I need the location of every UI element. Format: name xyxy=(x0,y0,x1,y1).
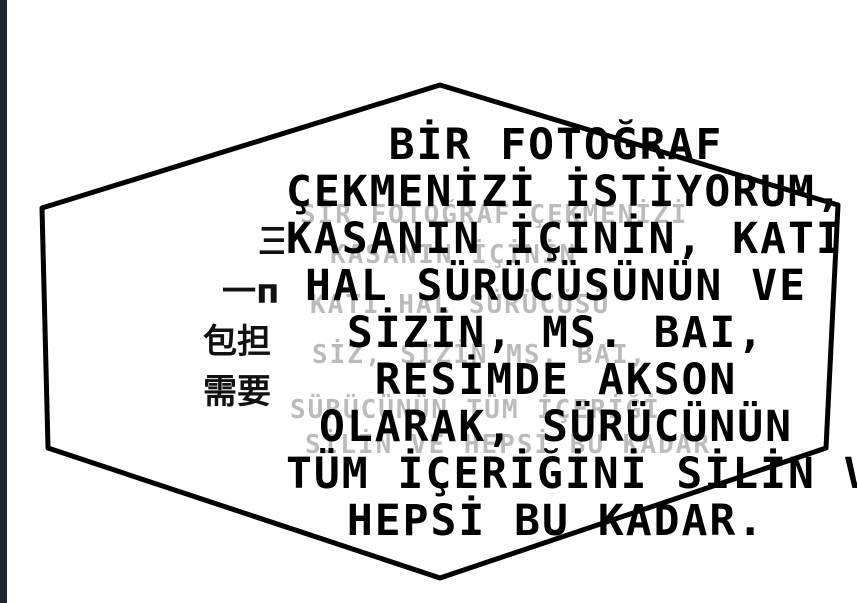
translated-text-line: SİZİN, MS. BAI, xyxy=(346,308,766,358)
original-text-fragment: 一п xyxy=(222,272,280,312)
ghost-text-line: KATI HAL SÜRÜCÜSÜ xyxy=(310,290,611,320)
speech-bubble-outline xyxy=(39,82,841,581)
translated-text-line: KASANIN İÇİNİN, KATI xyxy=(286,214,844,264)
ghost-text-line: SİLİN VE HEPSİ BU KADAR xyxy=(305,430,712,460)
translated-text-line: RESİMDE AKSON xyxy=(374,355,738,405)
ghost-text-line: SİZ, SİZİN MS. BAI, xyxy=(312,340,648,370)
translated-text-line: BİR FOTOĞRAF xyxy=(388,120,724,170)
original-text-fragment: 三 xyxy=(258,222,284,262)
translated-text-line: TÜM İÇERİĞİNİ SİLİN VE xyxy=(286,449,857,499)
translated-text-line: OLARAK, SÜRÜCÜNÜN xyxy=(318,402,794,452)
ghost-text-line: SÜRÜCÜNÜN TÜM İÇERİĞİ xyxy=(290,395,661,425)
ghost-text-line: KASANIN İÇİNİN xyxy=(330,240,578,270)
left-border xyxy=(0,0,7,603)
translated-text: BİR FOTOĞRAF ÇEKMENİZİ İSTİYORUM, KASANI… xyxy=(286,120,857,546)
translated-text-line: ÇEKMENİZİ İSTİYORUM, xyxy=(286,167,844,217)
original-text-fragment: 需要 xyxy=(203,372,271,412)
translated-text-line: HEPSİ BU KADAR. xyxy=(346,496,766,546)
translated-text-line: HAL SÜRÜCÜSÜNÜN VE xyxy=(305,261,807,311)
original-text-fragment: 包担 xyxy=(203,322,271,362)
ghost-text-line: SİR FOTOĞRAF ÇEKMENİZİ xyxy=(300,200,689,230)
